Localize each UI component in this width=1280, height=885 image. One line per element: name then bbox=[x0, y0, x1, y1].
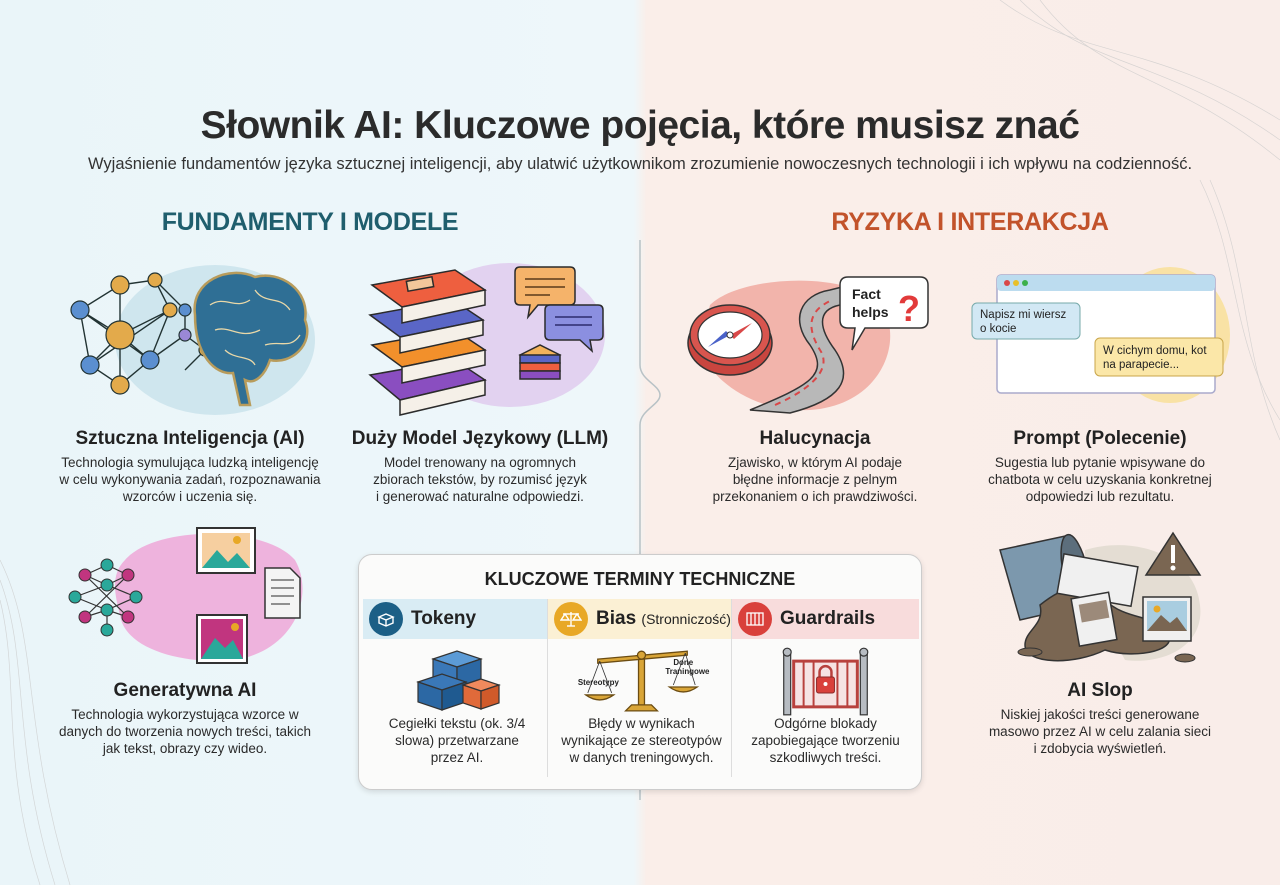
svg-text:na parapecie...: na parapecie... bbox=[1103, 359, 1179, 371]
card-title: Duży Model Językowy (LLM) bbox=[351, 428, 609, 449]
card-title: Sztuczna Inteligencja (AI) bbox=[75, 428, 305, 449]
card-description: Niskiej jakości treści generowane masowo… bbox=[988, 707, 1212, 756]
card-description: Zjawisko, w którym AI podaje błędne info… bbox=[712, 455, 918, 504]
section-divider bbox=[639, 240, 661, 800]
svg-text:Stereotypy: Stereotypy bbox=[578, 678, 620, 687]
page-title: Słownik AI: Kluczowe pojęcia, które musi… bbox=[200, 104, 1080, 147]
books-chat-icon bbox=[368, 263, 605, 416]
term-description: Odgórne blokady zapobiegające tworzeniu … bbox=[751, 716, 900, 765]
key-terms-title: KLUCZOWE TERMINY TECHNICZNE bbox=[484, 569, 796, 589]
term-bias: Bias (Stronniczość) Stereotypy Done Tran… bbox=[547, 599, 735, 777]
card-generative-ai: Generatywna AI Technologia wykorzystując… bbox=[40, 520, 330, 760]
term-label: Guardrails bbox=[780, 608, 876, 629]
section-title-fundamentals: FUNDAMENTY I MODELE bbox=[161, 208, 459, 236]
svg-text:Fact: Fact bbox=[852, 286, 881, 302]
scales-icon bbox=[554, 602, 588, 636]
term-tokens: Tokeny Cegiełki tekstu (ok. 3/4 slowa) p… bbox=[363, 599, 551, 777]
network-media-icon bbox=[68, 527, 303, 664]
card-description: Sugestia lub pytanie wpisywane do chatbo… bbox=[988, 455, 1212, 504]
card-artificial-intelligence: Sztuczna Inteligencja (AI) Technologia s… bbox=[50, 250, 330, 510]
lego-blocks-illustration bbox=[416, 650, 501, 711]
section-title-risks: RYZYKA I INTERAKCJA bbox=[831, 208, 1109, 236]
card-ai-slop: AI Slop Niskiej jakości treści generowan… bbox=[965, 525, 1235, 765]
card-description: Model trenowany na ogromnych zbiorach te… bbox=[373, 455, 587, 504]
card-description: Technologia wykorzystująca wzorce w dany… bbox=[58, 707, 312, 756]
card-llm: Duży Model Językowy (LLM) Model trenowan… bbox=[340, 250, 620, 510]
svg-text:W cichym domu, kot: W cichym domu, kot bbox=[1103, 345, 1207, 357]
svg-text:Napisz mi wiersz: Napisz mi wiersz bbox=[980, 309, 1067, 321]
card-hallucination: Fact helps ? Halucynacja Zjawisko, w któ… bbox=[670, 250, 960, 510]
card-description: Technologia symulująca ludzką inteligenc… bbox=[59, 455, 321, 504]
brain-network-icon bbox=[70, 265, 315, 415]
blocks-icon bbox=[369, 602, 403, 636]
term-label: Tokeny bbox=[411, 608, 477, 629]
card-title: AI Slop bbox=[1067, 680, 1133, 701]
svg-text:helps: helps bbox=[852, 304, 889, 320]
page-subtitle: Wyjaśnienie fundamentów języka sztucznej… bbox=[87, 155, 1193, 173]
gate-icon bbox=[738, 602, 772, 636]
svg-text:o kocie: o kocie bbox=[980, 323, 1016, 335]
spilled-bucket-warning-icon bbox=[999, 531, 1202, 663]
svg-text:?: ? bbox=[898, 288, 920, 329]
svg-text:Done: Done bbox=[673, 658, 693, 667]
term-description: Cegiełki tekstu (ok. 3/4 slowa) przetwar… bbox=[388, 716, 526, 765]
term-guardrails: Guardrails Odgórne blokady zapobiegające… bbox=[731, 599, 919, 777]
gate-lock-illustration bbox=[782, 647, 869, 716]
card-prompt: Napisz mi wiersz o kocie W cichym domu, … bbox=[950, 250, 1250, 510]
balance-scale-illustration: Stereotypy Done Traningowe bbox=[578, 650, 710, 712]
chat-window-icon: Napisz mi wiersz o kocie W cichym domu, … bbox=[971, 267, 1230, 403]
card-title: Generatywna AI bbox=[113, 680, 257, 701]
key-terms-panel: KLUCZOWE TERMINY TECHNICZNE Tokeny Cegie… bbox=[358, 554, 922, 790]
card-title: Halucynacja bbox=[759, 428, 871, 449]
compass-road-icon: Fact helps ? bbox=[687, 276, 929, 414]
term-description: Błędy w wynikach wynikające ze stereotyp… bbox=[561, 716, 722, 765]
svg-text:Traningowe: Traningowe bbox=[665, 667, 710, 676]
card-title: Prompt (Polecenie) bbox=[1013, 428, 1187, 449]
term-label: Bias (Stronniczość) bbox=[596, 608, 731, 629]
